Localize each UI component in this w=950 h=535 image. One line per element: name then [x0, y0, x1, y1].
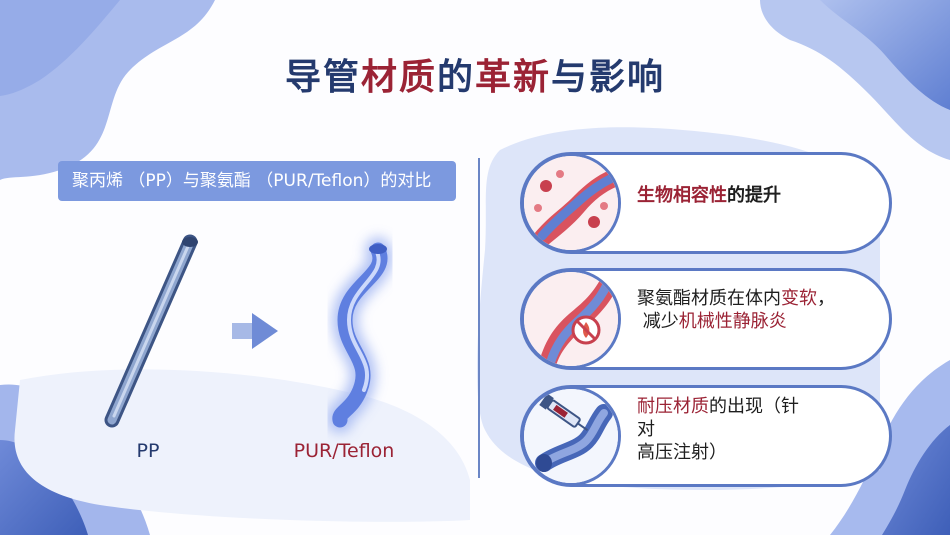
pur-caption: PUR/Teflon: [293, 440, 395, 462]
pur-tube-icon: [326, 237, 393, 433]
vertical-divider: [478, 158, 480, 478]
blood-vessel-icon: [521, 153, 621, 253]
slide-title: 导管材质的革新与影响: [284, 57, 666, 98]
catheter-illustration: [104, 234, 393, 433]
syringe-tube-icon: [521, 386, 621, 486]
card-biocompatibility: 生物相容性的提升: [520, 152, 892, 254]
card-softening-text: 聚氨酯材质在体内变软， 减少机械性静脉炎: [637, 288, 835, 332]
arrow-right-icon: [232, 313, 278, 349]
card-pressure-resistant-text: 耐压材质的出现（针 对 高压注射）: [637, 396, 799, 463]
card-pressure-resistant: 耐压材质的出现（针 对 高压注射）: [520, 385, 892, 487]
comparison-label: 聚丙烯 （PP）与聚氨酯 （PUR/Teflon）的对比: [58, 161, 456, 201]
pp-caption: PP: [136, 440, 160, 462]
card-softening: 聚氨酯材质在体内变软， 减少机械性静脉炎: [520, 268, 892, 370]
card-biocompatibility-text: 生物相容性的提升: [637, 185, 781, 206]
pp-tube-icon: [104, 234, 198, 428]
vein-no-inflammation-icon: [521, 269, 621, 369]
